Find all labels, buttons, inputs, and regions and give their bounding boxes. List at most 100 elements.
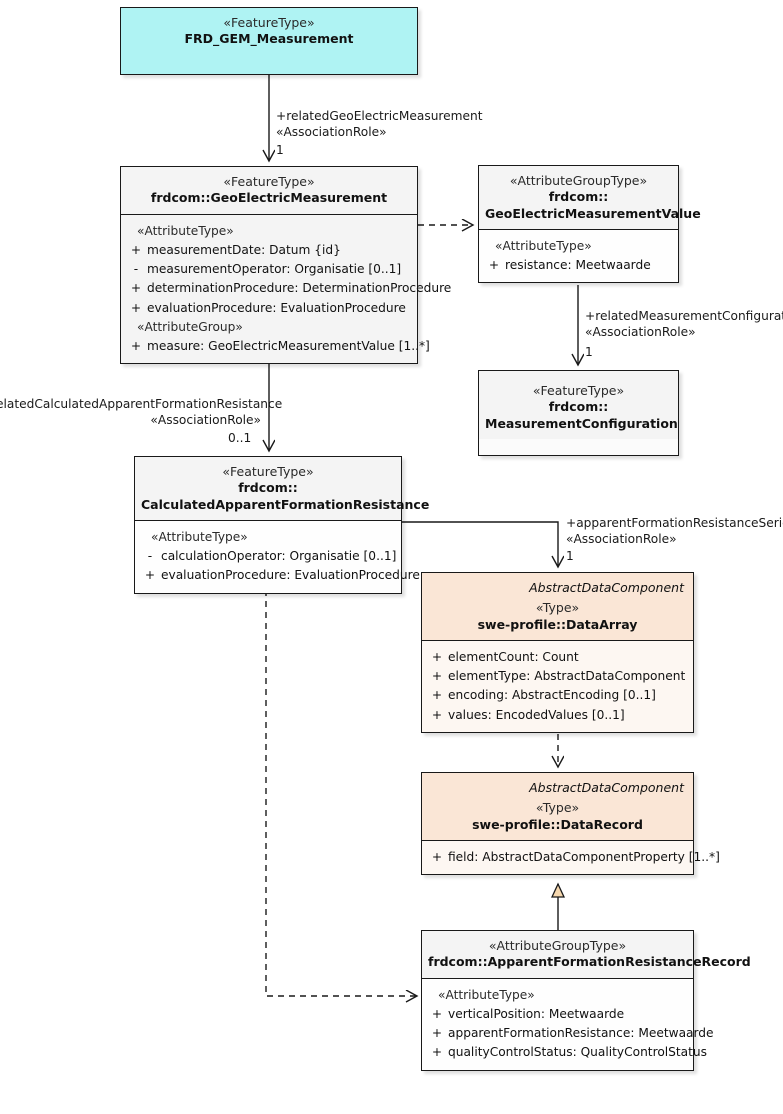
- visibility: -: [133, 262, 139, 277]
- visibility: +: [431, 1026, 443, 1041]
- attribute-row: + encoding: AbstractEncoding [0..1]: [426, 686, 689, 705]
- assoc-multiplicity-related-geoelectric-measurement: 1: [276, 143, 284, 157]
- class-name: GeoElectricMeasurementValue: [485, 205, 701, 221]
- attribute-row: + elementCount: Count: [426, 648, 689, 667]
- class-stereotype: «AttributeGroupType»: [488, 938, 627, 953]
- attribute-text: elementCount: Count: [448, 649, 579, 664]
- class-header: «FeatureType» frdcom::GeoElectricMeasure…: [121, 167, 417, 214]
- attribute-text: verticalPosition: Meetwaarde: [448, 1006, 625, 1021]
- visibility: +: [431, 707, 443, 722]
- assoc-role: +relatedGeoElectricMeasurement: [276, 109, 483, 123]
- attribute-text: evaluationProcedure: EvaluationProcedure: [161, 568, 420, 583]
- class-attributes: «AttributeType» + measurementDate: Datum…: [121, 213, 451, 364]
- class-header: «FeatureType» frdcom:: CalculatedApparen…: [135, 457, 430, 520]
- attribute-row: + values: EncodedValues [0..1]: [426, 706, 689, 725]
- class-header: «FeatureType» FRD_GEM_Measurement: [121, 8, 417, 55]
- class-namespace: frdcom::: [238, 480, 298, 496]
- class-frd-gem-measurement[interactable]: «FeatureType» FRD_GEM_Measurement: [120, 7, 418, 75]
- class-attributes: «AttributeType» + verticalPosition: Meet…: [422, 977, 714, 1070]
- assoc-label-apparent-formation-resistance-series: +apparentFormationResistanceSeries «Asso…: [566, 515, 783, 548]
- attribute-group-label: «AttributeType»: [495, 238, 592, 253]
- class-stereotype: «AttributeGroupType»: [509, 173, 648, 188]
- visibility: +: [488, 258, 500, 273]
- edge-calculated-to-dataarray: [402, 521, 558, 566]
- attribute-row: + evaluationProcedure: EvaluationProcedu…: [125, 299, 413, 318]
- attribute-row: + determinationProcedure: DeterminationP…: [125, 279, 451, 298]
- class-measurement-configuration[interactable]: «FeatureType» frdcom:: MeasurementConfig…: [478, 370, 679, 456]
- attribute-text: measure: GeoElectricMeasurementValue [1.…: [147, 339, 430, 354]
- attribute-group-label: «AttributeType»: [151, 529, 248, 544]
- attribute-row: + measure: GeoElectricMeasurementValue […: [125, 337, 430, 356]
- attribute-group-label: «AttributeType»: [438, 987, 535, 1002]
- class-header: «FeatureType» frdcom:: MeasurementConfig…: [479, 371, 678, 439]
- class-stereotype: «FeatureType»: [222, 464, 314, 479]
- abstract-supertype-label: AbstractDataComponent: [529, 780, 684, 795]
- assoc-multiplicity-related-calculated-apparent-formation-resistance: 0..1: [228, 431, 252, 445]
- assoc-multiplicity-related-measurement-configuration: 1: [585, 345, 593, 359]
- class-name: frdcom::ApparentFormationResistanceRecor…: [428, 954, 751, 970]
- attribute-text: calculationOperator: Organisatie [0..1]: [161, 549, 397, 564]
- class-attributes: + field: AbstractDataComponentProperty […: [422, 839, 720, 875]
- class-geoelectric-measurement[interactable]: «FeatureType» frdcom::GeoElectricMeasure…: [120, 166, 451, 365]
- class-stereotype: «FeatureType»: [223, 174, 315, 189]
- attribute-row: - measurementOperator: Organisatie [0..1…: [125, 260, 413, 279]
- class-geoelectric-measurement-value[interactable]: «AttributeGroupType» frdcom:: GeoElectri…: [478, 165, 701, 284]
- class-name: frdcom::GeoElectricMeasurement: [150, 190, 388, 206]
- attribute-row: - calculationOperator: Organisatie [0..1…: [139, 547, 397, 566]
- class-swe-datarecord[interactable]: AbstractDataComponent «Type» swe-profile…: [421, 772, 720, 876]
- attribute-row: + qualityControlStatus: QualityControlSt…: [426, 1043, 707, 1062]
- attribute-text: field: AbstractDataComponentProperty [1.…: [448, 849, 720, 864]
- class-attributes: «AttributeType» - calculationOperator: O…: [135, 519, 420, 593]
- attribute-text: measurementDate: Datum {id}: [147, 242, 341, 257]
- attribute-row: + resistance: Meetwaarde: [483, 256, 674, 275]
- visibility: -: [147, 549, 153, 564]
- assoc-stereotype: «AssociationRole»: [150, 413, 261, 428]
- class-stereotype: «Type»: [535, 800, 580, 816]
- attribute-group-label: «AttributeGroup»: [137, 319, 243, 334]
- attribute-text: determinationProcedure: DeterminationPro…: [147, 281, 452, 296]
- attribute-text: encoding: AbstractEncoding [0..1]: [448, 688, 656, 703]
- attribute-text: elementType: AbstractDataComponent: [448, 669, 686, 684]
- visibility: +: [130, 300, 142, 315]
- attribute-row: + apparentFormationResistance: Meetwaard…: [426, 1024, 714, 1043]
- class-attributes: + elementCount: Count + elementType: Abs…: [422, 639, 693, 732]
- class-name: FRD_GEM_Measurement: [184, 31, 354, 47]
- attribute-row: + evaluationProcedure: EvaluationProcedu…: [139, 566, 420, 585]
- assoc-stereotype: «AssociationRole»: [276, 125, 387, 140]
- assoc-label-related-calculated-apparent-formation-resistance: elatedCalculatedApparentFormationResista…: [0, 396, 283, 429]
- attribute-row: + elementType: AbstractDataComponent: [426, 667, 689, 686]
- class-apparent-formation-resistance-record[interactable]: «AttributeGroupType» frdcom::ApparentFor…: [421, 930, 751, 1071]
- class-namespace: frdcom::: [548, 189, 609, 205]
- assoc-role: elatedCalculatedApparentFormationResista…: [0, 397, 283, 411]
- visibility: +: [431, 1045, 443, 1060]
- class-name: MeasurementConfiguration: [485, 415, 678, 431]
- visibility: +: [431, 1006, 443, 1021]
- class-header: «AttributeGroupType» frdcom::ApparentFor…: [422, 931, 751, 978]
- attribute-text: measurementOperator: Organisatie [0..1]: [147, 262, 402, 277]
- class-swe-dataarray[interactable]: AbstractDataComponent «Type» swe-profile…: [421, 572, 694, 733]
- assoc-role: +apparentFormationResistanceSeries: [566, 516, 783, 530]
- class-stereotype: «Type»: [535, 600, 580, 616]
- attribute-text: qualityControlStatus: QualityControlStat…: [448, 1045, 708, 1060]
- assoc-stereotype: «AssociationRole»: [585, 325, 696, 340]
- attribute-group-label: «AttributeType»: [137, 223, 234, 238]
- visibility: +: [431, 849, 443, 864]
- abstract-supertype-label: AbstractDataComponent: [529, 580, 684, 595]
- class-name: swe-profile::DataRecord: [472, 816, 643, 832]
- visibility: +: [130, 339, 142, 354]
- class-stereotype: «FeatureType»: [223, 15, 315, 30]
- visibility: +: [431, 688, 443, 703]
- class-name: CalculatedApparentFormationResistance: [141, 496, 430, 512]
- class-header: AbstractDataComponent «Type» swe-profile…: [422, 573, 693, 640]
- assoc-label-related-measurement-configuration: +relatedMeasurementConfiguration «Associ…: [585, 308, 783, 341]
- visibility: +: [431, 669, 443, 684]
- class-calculated-apparent-formation-resistance[interactable]: «FeatureType» frdcom:: CalculatedApparen…: [134, 456, 430, 594]
- visibility: +: [144, 568, 156, 583]
- attribute-text: evaluationProcedure: EvaluationProcedure: [147, 300, 406, 315]
- class-name: swe-profile::DataArray: [477, 616, 638, 632]
- class-namespace: frdcom::: [548, 399, 609, 415]
- class-header: «AttributeGroupType» frdcom:: GeoElectri…: [479, 166, 701, 229]
- visibility: +: [130, 281, 142, 296]
- class-header: AbstractDataComponent «Type» swe-profile…: [422, 773, 693, 840]
